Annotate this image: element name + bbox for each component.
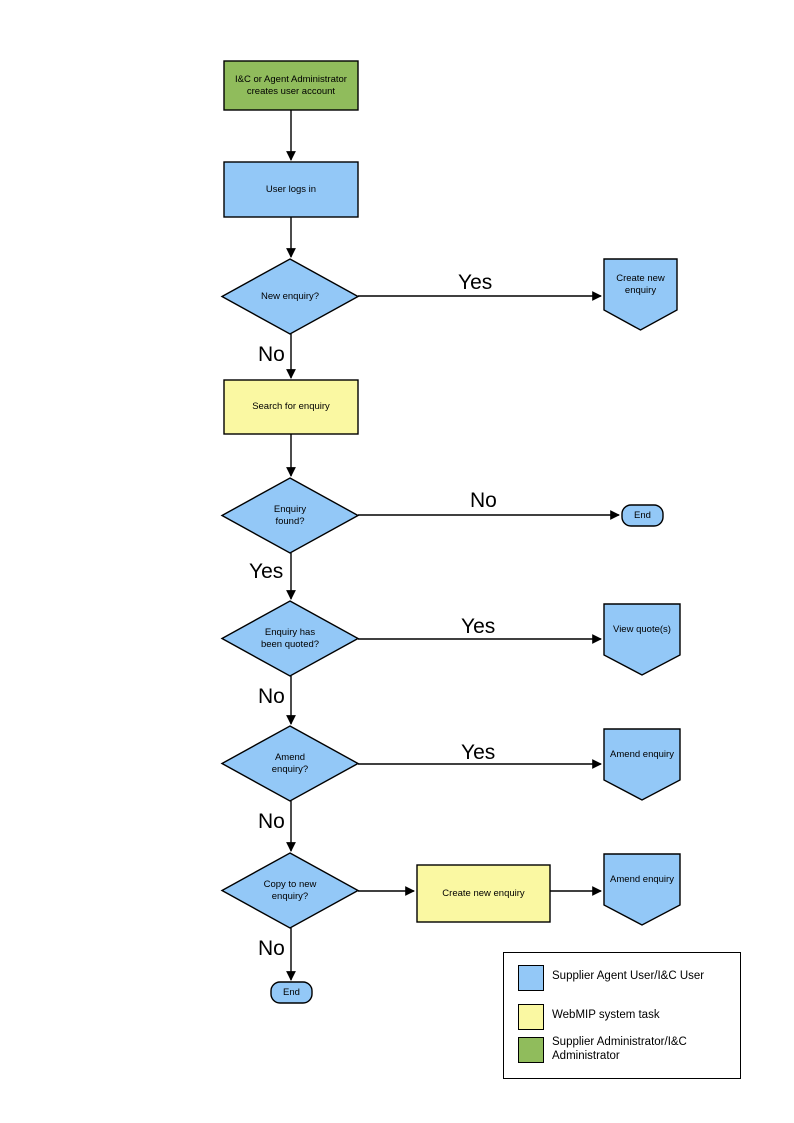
legend-system-swatch xyxy=(518,1004,544,1030)
edge-label-no-copy-to-new: No xyxy=(258,937,285,960)
node-amend-enquiry-2 xyxy=(603,853,681,926)
node-amend-enquiry-1 xyxy=(603,728,681,801)
edges-layer xyxy=(286,110,620,981)
edge-label-yes-enquiry-quoted: Yes xyxy=(461,615,496,638)
node-create-new-enquiry-2 xyxy=(416,864,551,923)
edge-label-yes-enquiry-found: Yes xyxy=(249,560,284,583)
node-label-end-1: End xyxy=(634,510,651,521)
edge-label-yes-new-enquiry: Yes xyxy=(458,271,493,294)
edge-label-no-enquiry-quoted: No xyxy=(258,685,285,708)
node-view-quotes xyxy=(603,603,681,676)
node-end-1 xyxy=(621,504,664,527)
node-label-end-2: End xyxy=(283,987,300,998)
nodes-layer xyxy=(220,60,681,1004)
node-user-logs-in xyxy=(223,161,359,218)
edge-label-no-new-enquiry: No xyxy=(258,343,285,366)
node-enquiry-quoted-decision xyxy=(220,600,360,677)
node-enquiry-found-decision xyxy=(220,477,360,554)
legend-user-swatch xyxy=(518,965,544,991)
node-end-2 xyxy=(270,981,313,1004)
legend-admin-label: Supplier Administrator/I&C Administrator xyxy=(552,1036,687,1062)
node-copy-to-new-enquiry-decision xyxy=(220,852,360,929)
node-amend-enquiry-decision xyxy=(220,725,360,802)
edge-label-yes-amend-enquiry: Yes xyxy=(461,741,496,764)
node-create-new-enquiry-1 xyxy=(603,258,678,331)
node-search-for-enquiry xyxy=(223,379,359,435)
legend-user-label: Supplier Agent User/I&C User xyxy=(552,970,705,982)
legend-system-label: WebMIP system task xyxy=(552,1009,660,1021)
edge-label-no-enquiry-found: No xyxy=(470,489,497,512)
node-new-enquiry-decision xyxy=(220,258,360,335)
legend-admin-swatch xyxy=(518,1037,544,1063)
edge-label-no-amend-enquiry: No xyxy=(258,810,285,833)
node-admin-creates-account xyxy=(223,60,359,111)
